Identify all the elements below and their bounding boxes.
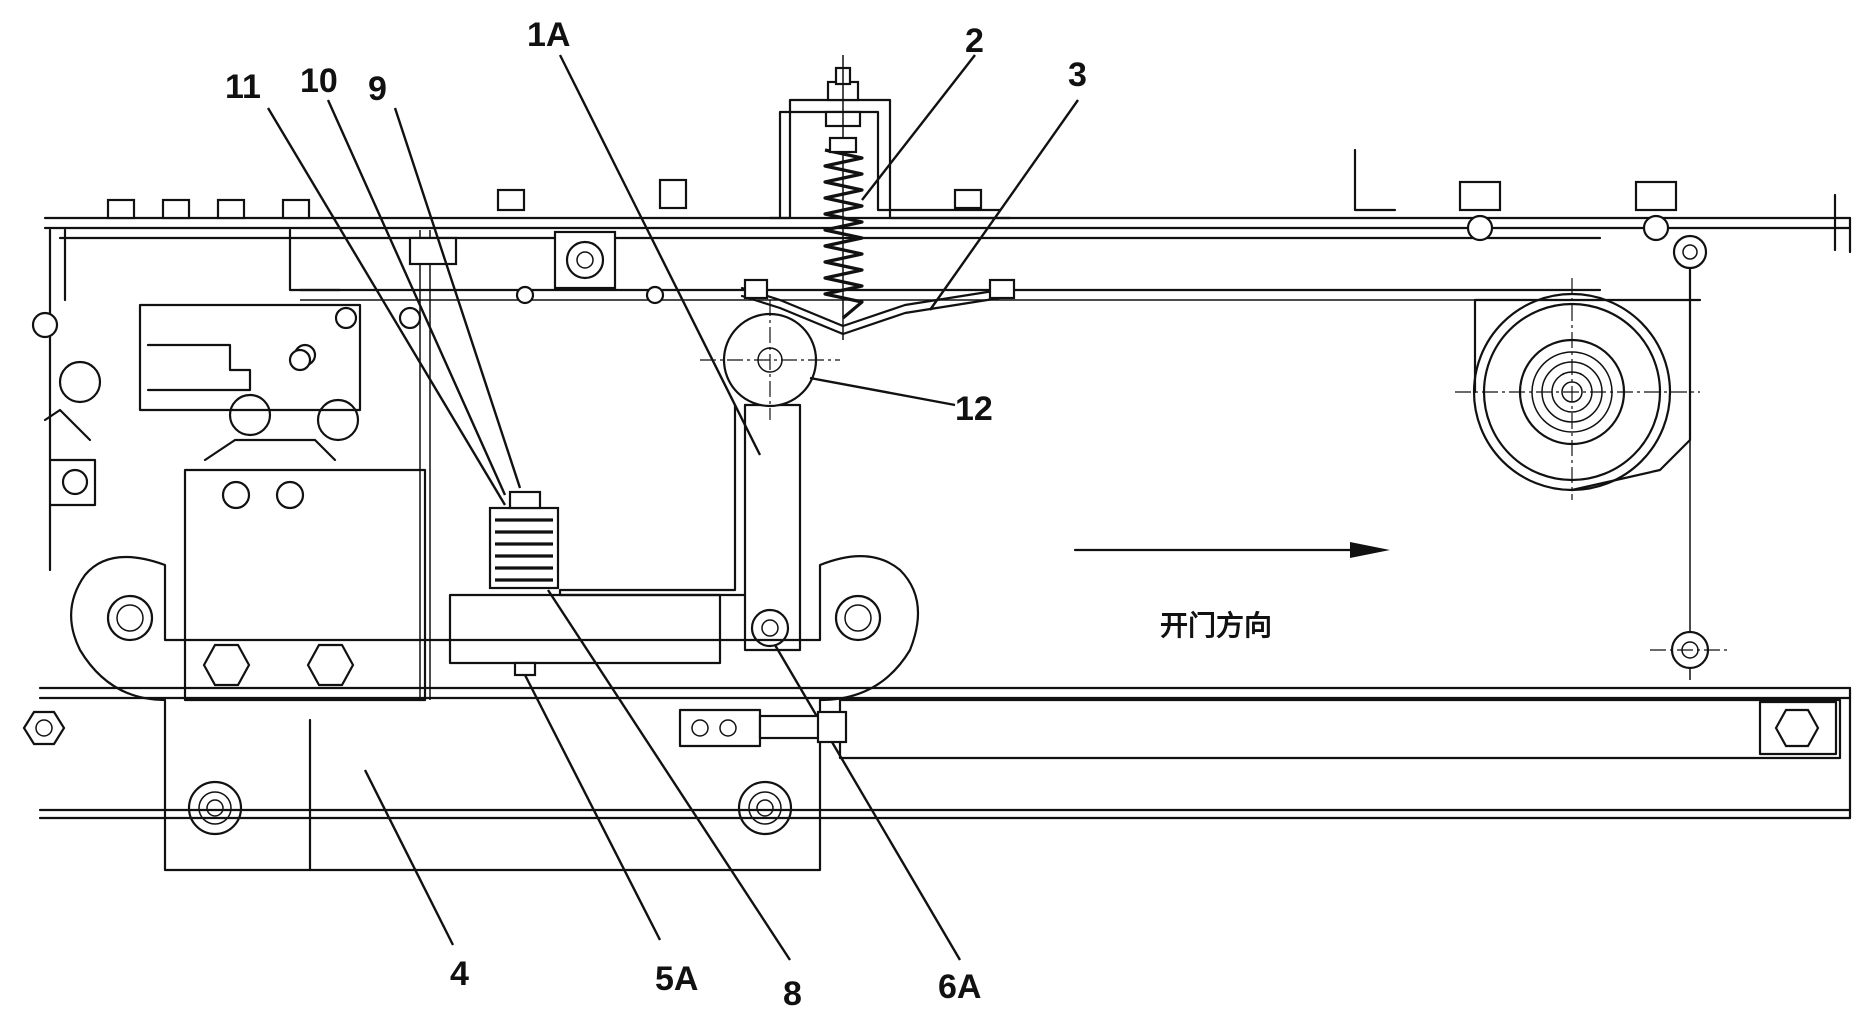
contact-switch-block [448,490,722,677]
opening-direction-arrow [1073,542,1390,558]
leaf-spring [740,278,1016,336]
upper-rail [43,193,1852,301]
callout-8: 8 [783,975,802,1013]
lower-track [22,686,1852,820]
callout-9: 10 [300,62,338,100]
spring-bracket [768,55,1012,340]
opening-direction-caption: 开门方向 [1160,609,1272,642]
drum-pulley [1455,250,1702,500]
callout-1A: 1A [527,16,570,54]
header-bolts [31,178,983,372]
callout-3: 3 [1068,56,1087,94]
callout-6A: 6A [938,968,981,1006]
callout-2: 2 [965,22,984,60]
compression-spring [823,136,864,320]
hanger-plate [70,468,920,872]
callout-4: 4 [450,955,469,993]
callout-11: 9 [368,70,387,108]
callout-5A: 5A [655,960,698,998]
leader-lines [266,54,1079,961]
pivot-6A [750,608,790,648]
lever-arm [558,300,840,652]
right-bolts [1353,148,1730,680]
left-latch-mechanism [43,228,458,700]
callout-12: 12 [955,390,993,428]
adjusting-bolt [678,708,848,748]
callout-10: 11 [225,68,261,106]
